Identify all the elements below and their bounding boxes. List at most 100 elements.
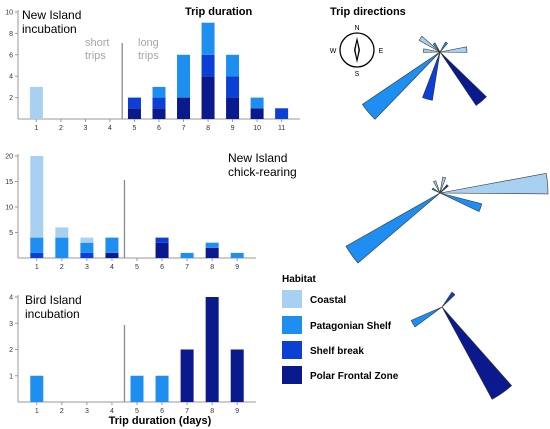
x-tick-label: 2 [60,264,64,271]
y-tick-label: 8 [9,31,13,38]
x-tick-label: 3 [83,125,87,132]
compass-south: S [355,71,360,78]
bar-patagonian-shelf-9 [230,252,244,258]
x-tick-label: 5 [135,408,139,415]
bar-patagonian-shelf-6 [155,375,169,402]
rose-wedge-patagonian-shelf-1 [410,306,443,328]
bar-patagonian-shelf-2 [55,237,69,258]
x-tick-label: 7 [185,408,189,415]
rose-wedge-patagonian-shelf-2 [432,42,441,53]
rose-wedge-coastal-1 [423,48,441,53]
bar-patagonian-shelf-10 [250,97,264,109]
legend: Habitat Coastal Patagonian Shelf Shelf b… [282,274,399,384]
rose-wedge-patagonian-shelf-3 [439,41,448,53]
bar-shelf-break-6 [152,97,166,109]
legend-swatch-shelf-break [282,341,302,359]
x-tick-label: 1 [35,408,39,415]
x-tick-label: 2 [59,125,63,132]
rose-wedge-patagonian-shelf-5 [439,192,483,213]
rose-wedge-coastal-0 [432,180,441,194]
x-tick-label: 1 [35,264,39,271]
bar-polar-frontal-zone-5 [127,108,141,119]
y-tick-label: 4 [9,74,13,81]
bar-patagonian-shelf-3 [80,242,94,253]
rose-wedge-patagonian-shelf-6 [345,192,441,264]
x-tick-label: 6 [160,264,164,271]
bar-polar-frontal-zone-9 [230,349,244,402]
bar-polar-frontal-zone-8 [201,76,215,119]
x-tick-label: 4 [110,408,114,415]
bar-polar-frontal-zone-9 [226,97,240,119]
bar-polar-frontal-zone-10 [250,108,264,119]
legend-swatch-patagonian-shelf [282,316,302,334]
rose-bird-island-incubation [410,291,513,400]
y-tick-label: 2 [9,347,13,354]
bar-patagonian-shelf-1 [30,375,44,402]
rose-new-island-incubation [361,35,487,120]
bar-polar-frontal-zone-7 [177,97,191,119]
compass-icon: N E S W [330,25,384,78]
rose-wedge-polar-frontal-zone-2 [441,306,513,400]
x-tick-label: 9 [235,408,239,415]
bar-coastal-1 [30,156,44,238]
legend-label-polar-frontal-zone: Polar Frontal Zone [310,371,399,382]
bar-shelf-break-8 [201,54,215,77]
x-axis-label: Trip duration (days) [109,415,212,427]
compass-east: E [379,48,384,55]
rose-wedge-shelf-break-6 [422,51,441,101]
bar-shelf-break-6 [155,237,169,243]
y-tick-label: 2 [9,95,13,102]
bar-patagonian-shelf-1 [30,237,44,253]
bar-polar-frontal-zone-8 [205,297,219,402]
bar-patagonian-shelf-6 [152,86,166,98]
y-tick-label: 1 [9,373,13,380]
legend-label-patagonian-shelf: Patagonian Shelf [310,321,392,332]
x-tick-label: 11 [278,125,285,132]
bar-coastal-3 [80,237,94,243]
rose-new-island-chick-rearing [345,172,549,264]
rose-wedge-shelf-break-2 [439,184,449,194]
x-tick-label: 4 [110,264,114,271]
bar-shelf-break-5 [127,97,141,109]
rose-wedge-patagonian-shelf-3 [431,187,441,194]
directions-title: Trip directions [330,6,406,18]
x-tick-label: 8 [210,264,214,271]
rose-wedge-coastal-4 [439,172,549,195]
bar-shelf-break-11 [275,108,289,119]
y-tick-label: 4 [9,295,13,302]
x-tick-label: 6 [160,408,164,415]
y-tick-label: 15 [5,179,13,186]
bar-shelf-break-3 [80,252,94,258]
x-tick-label: 6 [157,125,161,132]
duration-title: Trip duration [185,6,253,18]
legend-swatch-polar-frontal-zone [282,366,302,384]
compass-north: N [354,25,359,32]
x-tick-label: 5 [135,264,139,271]
rose-wedge-polar-frontal-zone-7 [439,51,487,106]
rose-wedge-coastal-4 [439,46,468,53]
bar-patagonian-shelf-4 [105,237,119,253]
x-tick-label: 7 [182,125,186,132]
y-tick-label: 10 [5,205,13,212]
bar-polar-frontal-zone-4 [105,252,119,258]
x-tick-label: 9 [235,264,239,271]
rose-wedge-patagonian-shelf-5 [361,51,441,120]
bar-patagonian-shelf-8 [201,22,215,55]
bar-shelf-break-1 [30,252,44,258]
bar-polar-frontal-zone-6 [155,242,169,258]
rose-wedge-shelf-break-0 [441,291,456,308]
bar-coastal-1 [29,86,43,119]
x-tick-label: 7 [185,264,189,271]
x-tick-label: 8 [210,408,214,415]
rose-wedge-coastal-1 [439,176,447,194]
bar-patagonian-shelf-5 [130,375,144,402]
legend-label-shelf-break: Shelf break [310,346,364,357]
